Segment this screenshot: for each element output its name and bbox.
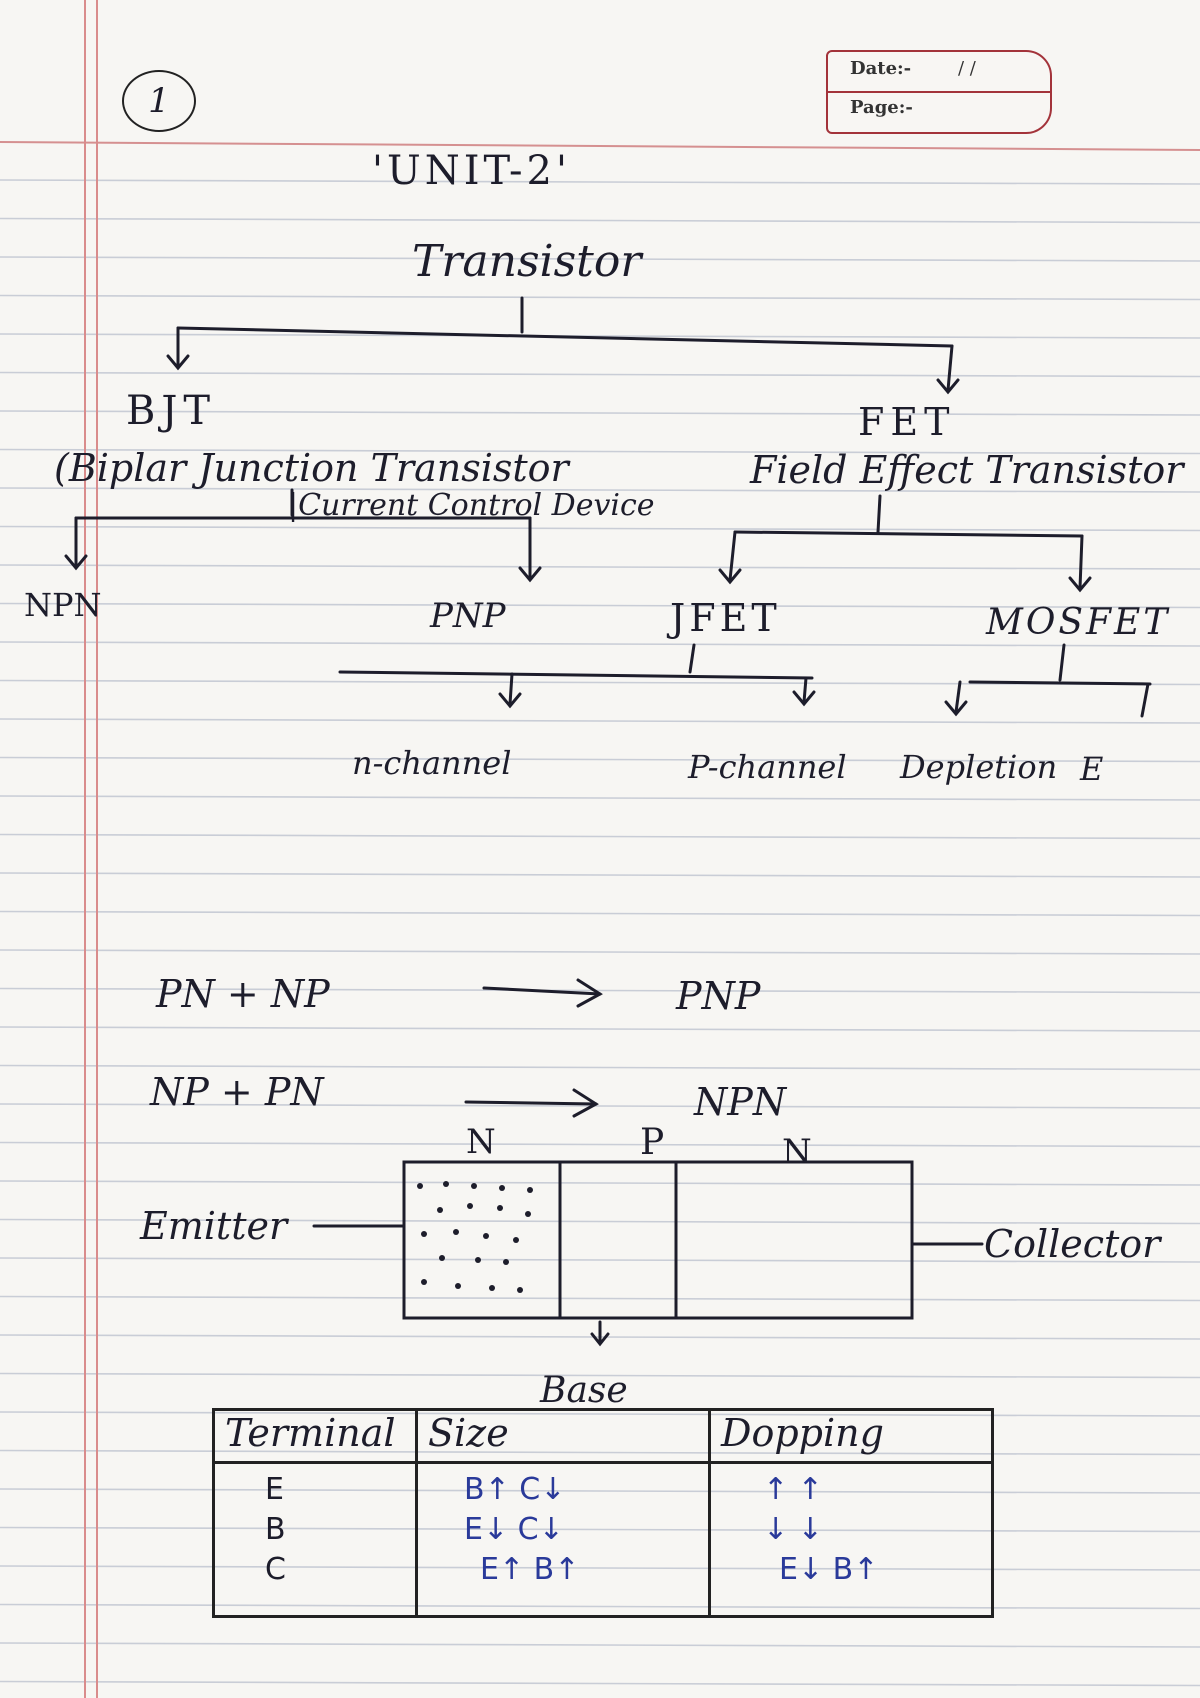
formation-1-left: PN + NP bbox=[156, 972, 330, 1016]
collector-label: Collector bbox=[984, 1222, 1161, 1266]
emitter-label: Emitter bbox=[140, 1204, 288, 1248]
doping-e: ↑ ↑ bbox=[763, 1472, 823, 1507]
bjt-note: |Current Control Device bbox=[288, 488, 655, 523]
formation-2-left: NP + PN bbox=[150, 1070, 324, 1114]
doping-column: ↑ ↑ ↓ ↓ E↓ B↑ bbox=[708, 1461, 994, 1618]
region-label-emitter: N bbox=[466, 1122, 496, 1162]
terminal-b: B bbox=[265, 1512, 286, 1547]
page-label: Page:- bbox=[850, 97, 913, 118]
fet-label: FET bbox=[858, 400, 956, 444]
size-e: B↑ C↓ bbox=[464, 1472, 566, 1507]
date-label: Date:- bbox=[850, 58, 912, 79]
size-column: B↑ C↓ E↓ C↓ E↑ B↑ bbox=[415, 1461, 711, 1618]
date-page-box: Date:- / / Page:- bbox=[826, 50, 1052, 134]
region-label-collector: N bbox=[782, 1132, 812, 1172]
terminal-table: Terminal Size Dopping E B C B↑ C↓ E↓ C↓ … bbox=[212, 1408, 994, 1618]
terminal-column: E B C bbox=[212, 1461, 418, 1618]
depletion-label: Depletion bbox=[900, 748, 1058, 786]
terminal-c: C bbox=[265, 1552, 286, 1587]
page-title: 'UNIT-2' bbox=[372, 148, 571, 194]
terminal-e: E bbox=[265, 1472, 284, 1507]
margin-line-right bbox=[96, 0, 98, 1698]
doping-c: E↓ B↑ bbox=[779, 1552, 879, 1587]
region-label-base: P bbox=[640, 1122, 665, 1163]
root-transistor: Transistor bbox=[412, 236, 642, 287]
size-c: E↑ B↑ bbox=[480, 1552, 580, 1587]
jfet-label: JFET bbox=[670, 596, 781, 640]
size-b: E↓ C↓ bbox=[464, 1512, 564, 1547]
formation-2-right: NPN bbox=[694, 1080, 787, 1124]
table-header-doping: Dopping bbox=[708, 1408, 994, 1464]
n-channel-label: n-channel bbox=[352, 744, 512, 782]
table-header-terminal: Terminal bbox=[212, 1408, 418, 1464]
doping-b: ↓ ↓ bbox=[763, 1512, 823, 1547]
margin-line-left bbox=[84, 0, 86, 1698]
enhancement-label: E bbox=[1080, 750, 1104, 788]
fet-full-name: Field Effect Transistor bbox=[750, 448, 1184, 492]
bjt-label: BJT bbox=[126, 388, 217, 434]
p-channel-label: P-channel bbox=[688, 748, 847, 786]
table-header-size: Size bbox=[415, 1408, 711, 1464]
formation-1-right: PNP bbox=[676, 974, 761, 1018]
mosfet-label: MOSFET bbox=[986, 602, 1171, 643]
base-label: Base bbox=[540, 1370, 628, 1411]
date-value: / / bbox=[958, 58, 976, 79]
pnp-label: PNP bbox=[430, 596, 506, 636]
npn-label: NPN bbox=[24, 586, 102, 624]
page-number: 1 bbox=[122, 70, 196, 132]
bjt-full-name: (Biplar Junction Transistor bbox=[54, 446, 569, 490]
